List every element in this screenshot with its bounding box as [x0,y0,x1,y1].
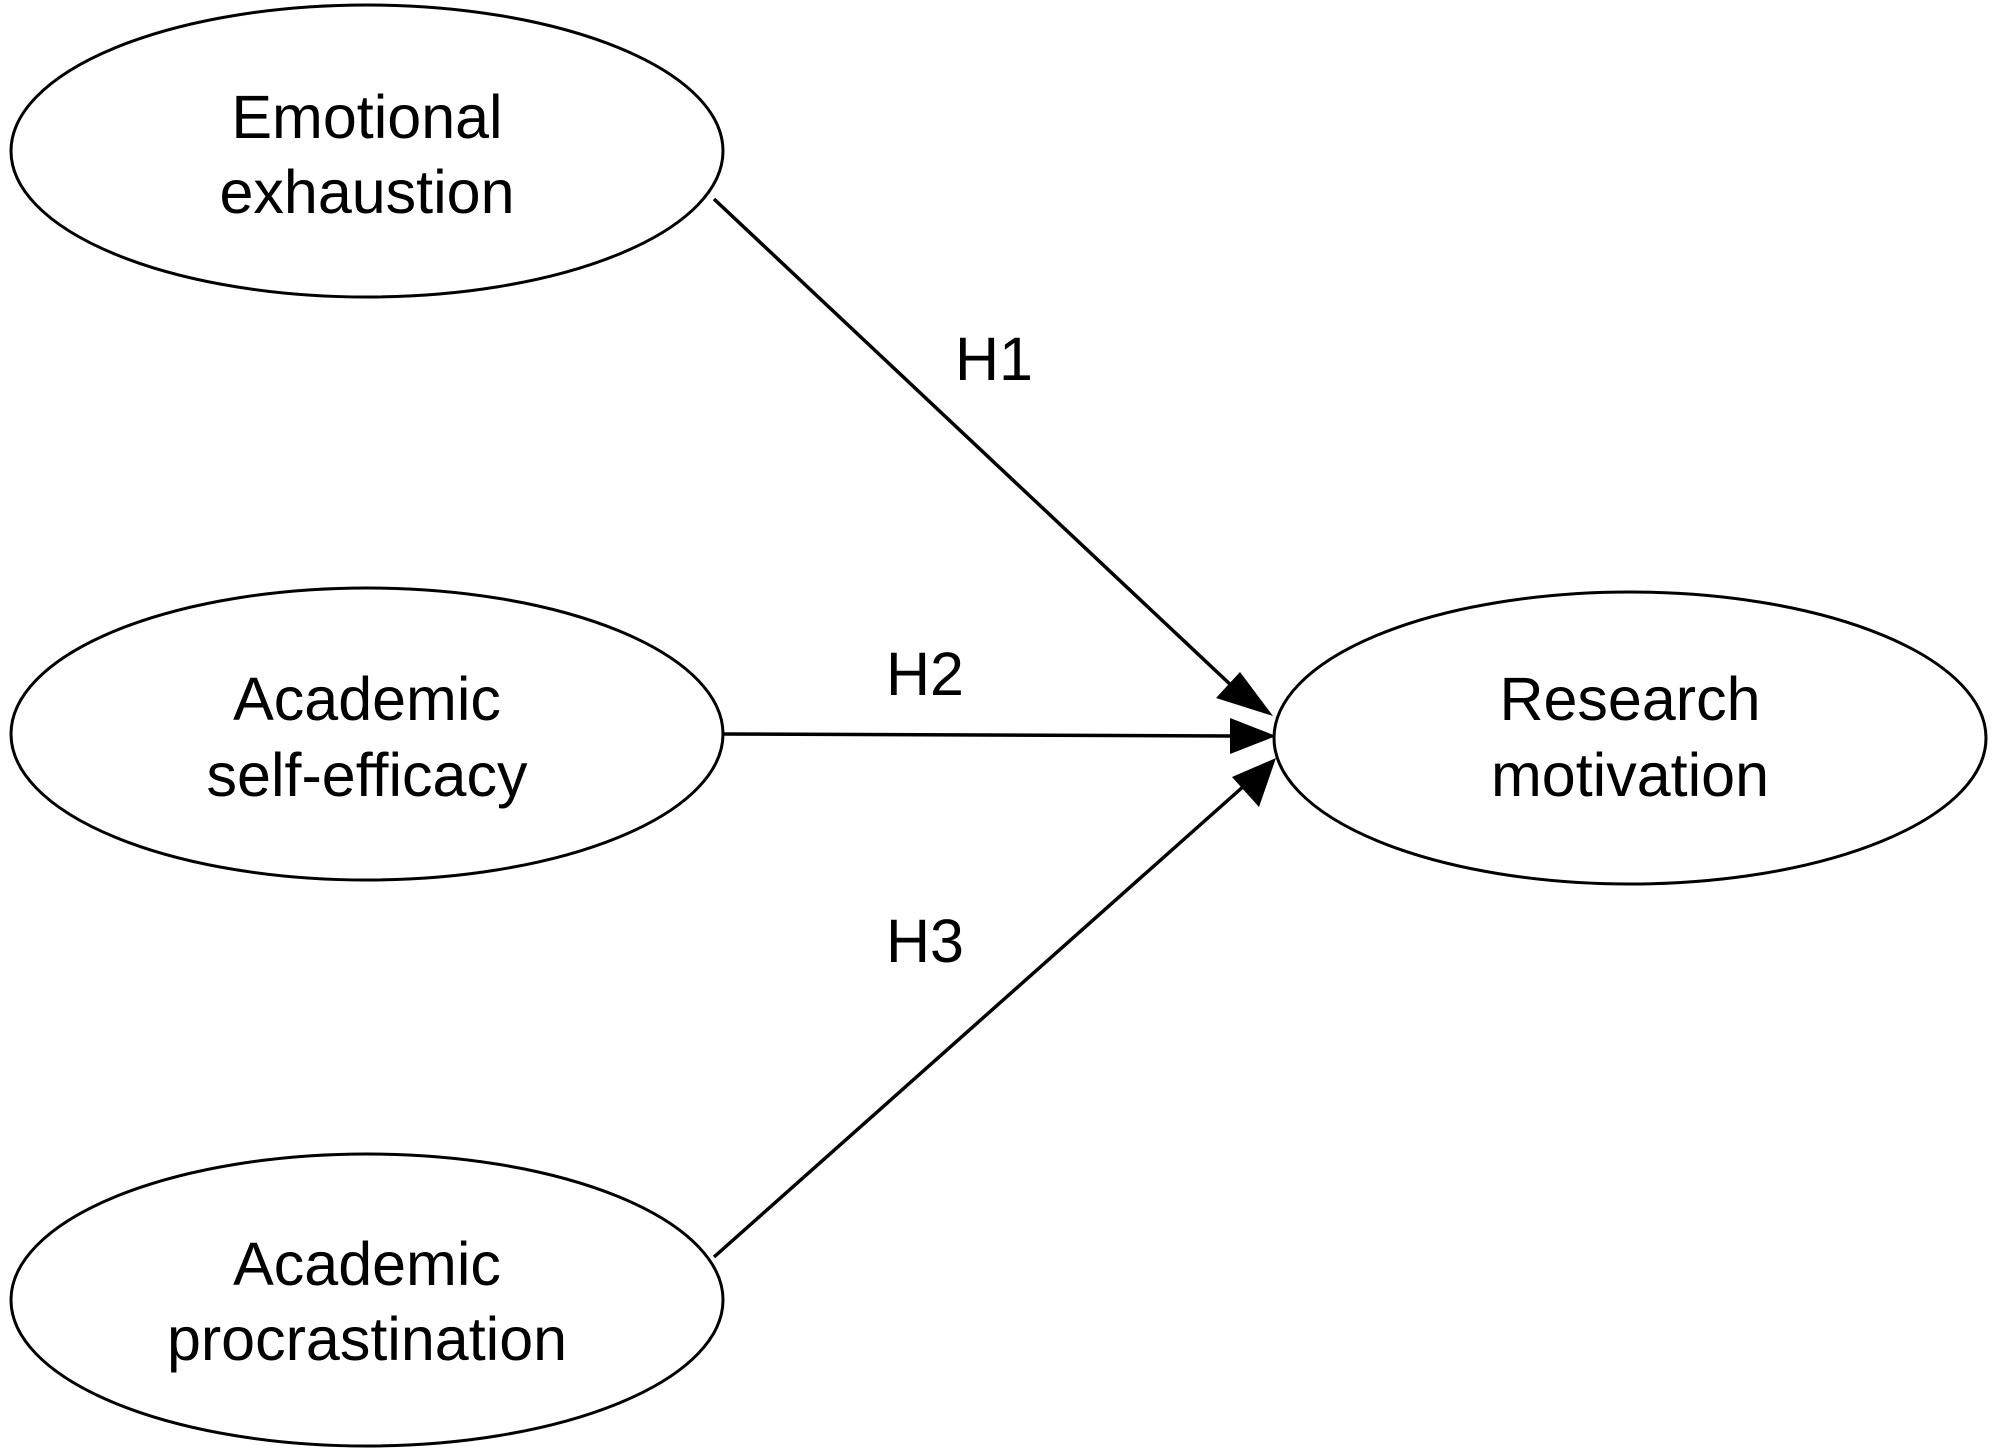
node-label-line-1: Emotional [231,83,502,151]
edge-h3: H3 [712,758,1276,1259]
node-research-motivation: Research motivation [1272,590,1988,886]
node-label-line-1: Academic [233,665,501,733]
node-academic-self-efficacy: Academic self-efficacy [9,586,725,882]
node-label-line-2: exhaustion [219,158,514,226]
arrow-h1 [712,197,1252,705]
arrowhead-h2 [1230,718,1276,754]
edge-h1: H1 [712,197,1273,716]
edge-label-h2: H2 [886,640,964,708]
arrowhead-h3 [1232,758,1276,807]
arrow-h2 [723,732,1231,738]
node-label-line-1: Academic [233,1230,501,1298]
node-label-line-2: procrastination [167,1305,567,1373]
edge-h2: H2 [723,640,1276,754]
node-academic-procrastination: Academic procrastination [9,1152,725,1448]
node-label-line-2: self-efficacy [207,741,528,809]
node-emotional-exhaustion: Emotional exhaustion [9,3,725,299]
edge-label-h3: H3 [886,907,964,975]
arrow-h3 [712,783,1247,1259]
node-label-line-2: motivation [1491,741,1769,809]
arrowhead-h1 [1216,672,1273,716]
edge-label-h1: H1 [955,325,1033,393]
node-label-line-1: Research [1499,665,1760,733]
